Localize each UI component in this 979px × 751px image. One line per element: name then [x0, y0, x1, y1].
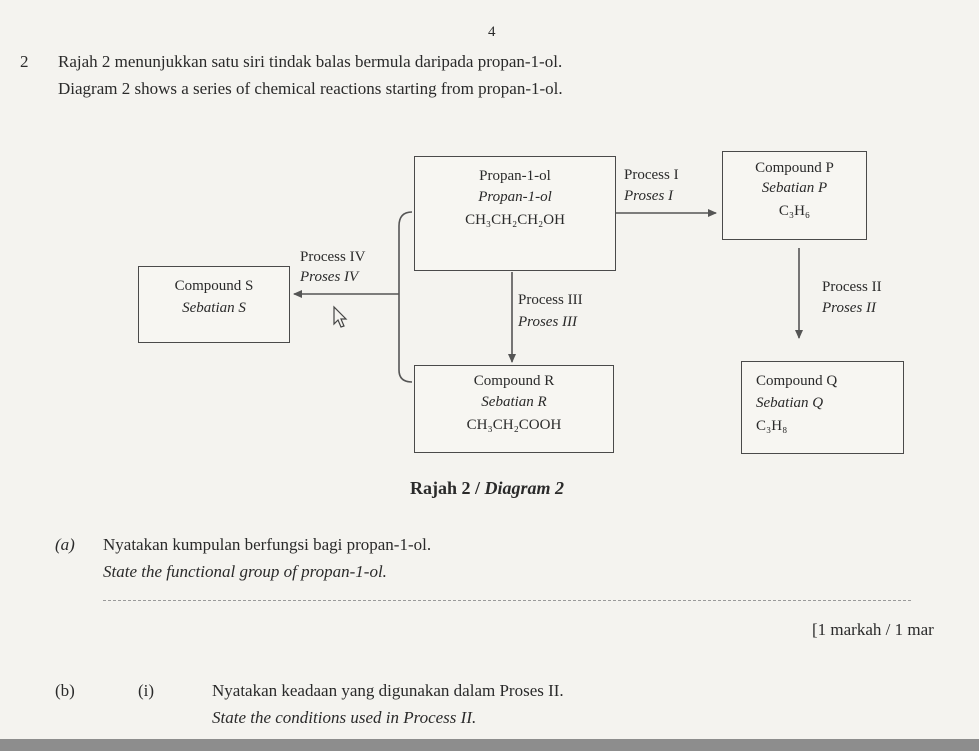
- part-a-text-ms: Nyatakan kumpulan berfungsi bagi propan-…: [103, 535, 432, 554]
- part-a-label: (a): [55, 535, 75, 554]
- box-compound-s: Compound S Sebatian S: [138, 266, 290, 343]
- process-3-label-ms: Proses III: [518, 314, 578, 330]
- bracket-process-4: [398, 211, 413, 383]
- compound-p-formula: C₃H₆: [778, 203, 811, 219]
- page-number: 4: [488, 24, 496, 40]
- compound-p-name: Compound P: [755, 160, 834, 176]
- box-propan-1-ol: Propan-1-ol Propan-1-ol CH₃CH₂CH₂OH: [414, 156, 616, 271]
- process-2-label: Process II: [822, 279, 882, 295]
- answer-line: [103, 600, 911, 601]
- bottom-bar: [0, 739, 979, 751]
- part-a-marks: [1 markah / 1 mar: [812, 620, 934, 640]
- caption-ms: Rajah 2: [410, 478, 471, 498]
- box-compound-p: Compound P Sebatian P C₃H₆: [722, 151, 867, 240]
- question-number: 2: [20, 52, 29, 71]
- process-2-label-ms: Proses II: [822, 300, 877, 316]
- process-1-label-ms: Proses I: [624, 188, 674, 204]
- compound-s-name-ms: Sebatian S: [182, 300, 246, 316]
- process-4-label: Process IV: [300, 249, 366, 265]
- compound-s-name: Compound S: [174, 278, 254, 294]
- diagram-caption: Rajah 2 / Diagram 2: [410, 478, 564, 499]
- part-b-sub-label: (i): [138, 681, 155, 700]
- compound-r-name: Compound R: [473, 373, 555, 389]
- part-b-text-ms: Nyatakan keadaan yang digunakan dalam Pr…: [212, 681, 564, 700]
- process-4-label-ms: Proses IV: [300, 269, 359, 285]
- caption-en: Diagram 2: [484, 478, 565, 498]
- caption-separator: /: [470, 478, 485, 498]
- process-3-label: Process III: [518, 292, 583, 308]
- marks-text: [1 markah / 1 mar: [812, 620, 934, 639]
- compound-q-name-ms: Sebatian Q: [756, 395, 824, 411]
- compound-r-formula: CH₃CH₂COOH: [466, 417, 562, 433]
- compound-q-formula: C₃H₈: [756, 418, 788, 434]
- box-compound-r: Compound R Sebatian R CH₃CH₂COOH: [414, 365, 614, 453]
- process-1-label: Process I: [624, 167, 679, 183]
- compound-p-name-ms: Sebatian P: [761, 180, 828, 196]
- question-text-en: Diagram 2 shows a series of chemical rea…: [58, 79, 563, 98]
- propanol-formula: CH₃CH₂CH₂OH: [465, 212, 565, 228]
- part-b-label: (b): [55, 681, 75, 700]
- question-text-ms: Rajah 2 menunjukkan satu siri tindak bal…: [58, 52, 563, 71]
- compound-r-name-ms: Sebatian R: [481, 394, 547, 410]
- part-a-text-en: State the functional group of propan-1-o…: [103, 562, 387, 581]
- mouse-cursor-icon: [333, 305, 348, 328]
- box-compound-q: Compound Q Sebatian Q C₃H₈: [741, 361, 904, 454]
- compound-q-name: Compound Q: [756, 373, 838, 389]
- part-b-text-en: State the conditions used in Process II.: [212, 708, 477, 727]
- propanol-name-ms: Propan-1-ol: [478, 189, 552, 205]
- propanol-name: Propan-1-ol: [479, 168, 551, 184]
